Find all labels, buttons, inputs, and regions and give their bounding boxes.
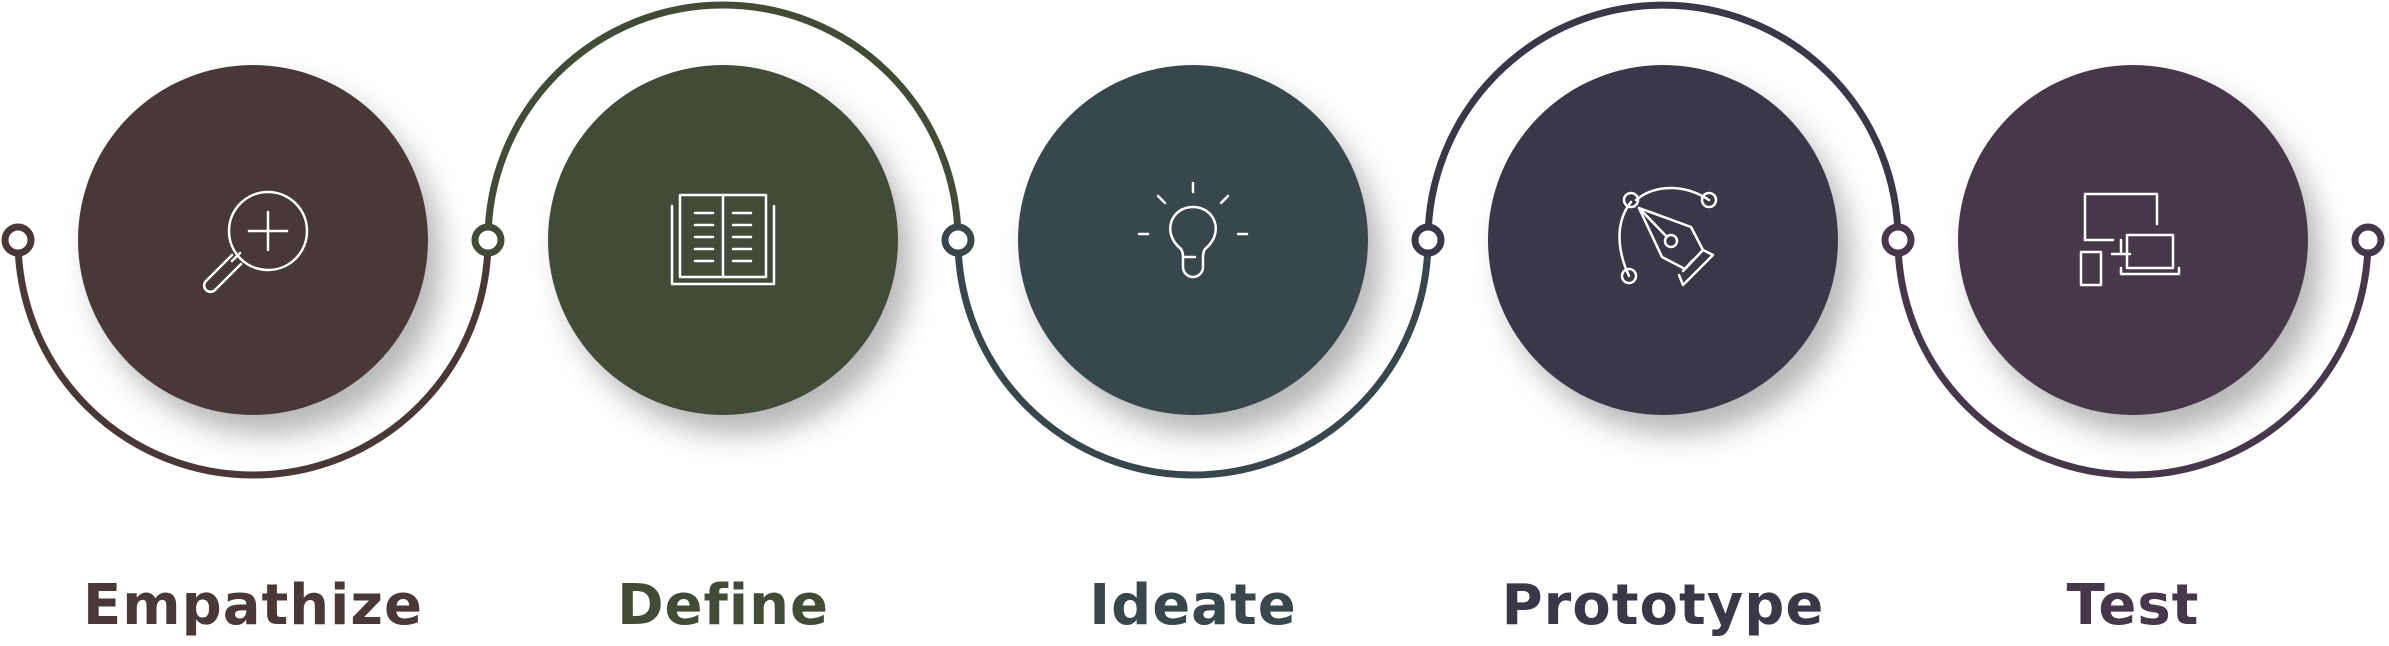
open-book-icon — [670, 193, 776, 286]
step-circle-ideate — [1018, 65, 1368, 415]
connector-arc-4 — [1424, 1, 1902, 241]
devices-icon — [2079, 192, 2181, 287]
lightbulb-icon — [1137, 181, 1249, 279]
connector-arc-1 — [14, 239, 492, 479]
step-label-empathize: Empathize — [83, 573, 423, 638]
connector-node-3 — [941, 223, 975, 257]
connector-node-2 — [471, 223, 505, 257]
connector-node-5 — [1881, 223, 1915, 257]
connector-node-6 — [2351, 223, 2385, 257]
step-circle-prototype — [1488, 65, 1838, 415]
connector-arc-5 — [1894, 239, 2372, 479]
step-label-prototype: Prototype — [1502, 573, 1825, 638]
pen-tool-icon — [1618, 186, 1718, 287]
step-circle-empathize — [78, 65, 428, 415]
connector-node-1 — [1, 223, 35, 257]
connector-arc-3 — [954, 239, 1432, 479]
step-circle-test — [1958, 65, 2308, 415]
connector-node-4 — [1411, 223, 1445, 257]
step-label-ideate: Ideate — [1089, 573, 1296, 638]
connector-arc-2 — [484, 1, 962, 241]
step-label-define: Define — [617, 573, 829, 638]
step-label-test: Test — [2067, 573, 2200, 638]
magnifier-plus-icon — [202, 190, 309, 294]
